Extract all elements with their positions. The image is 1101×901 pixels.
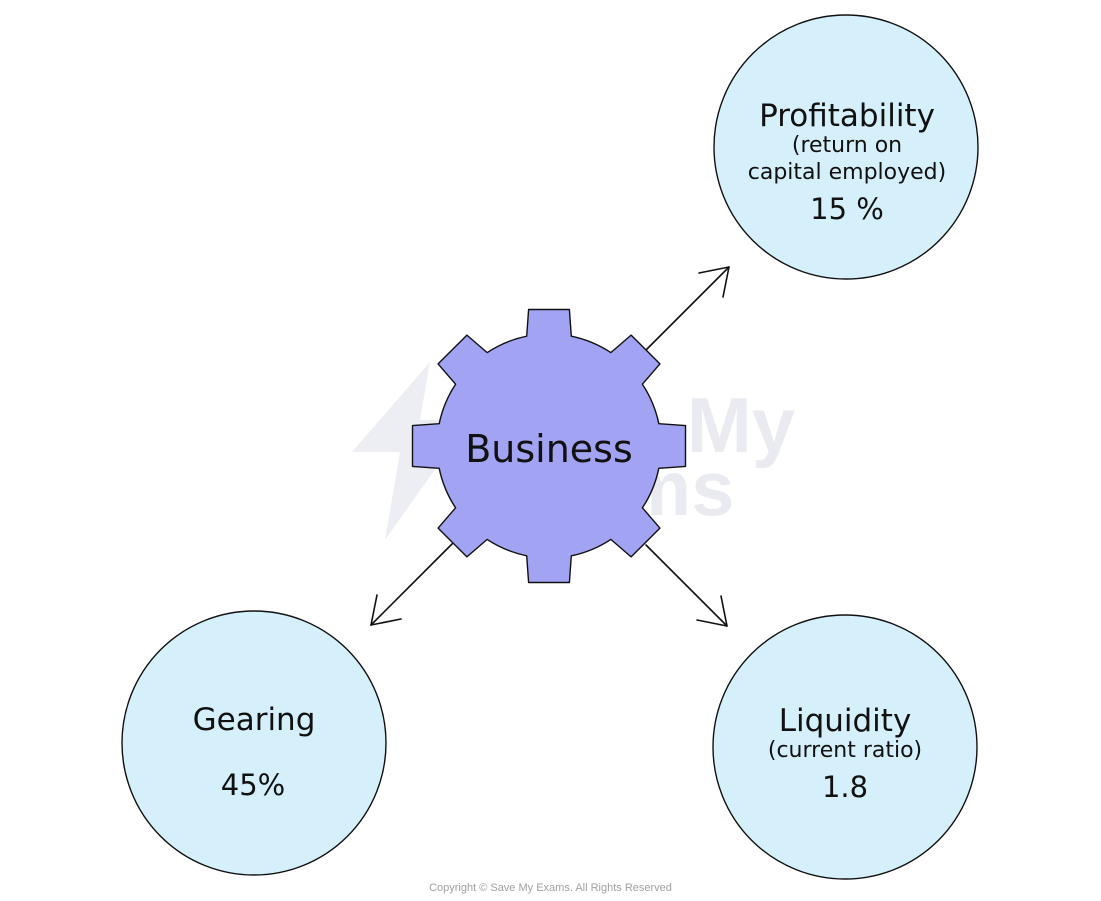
profitability-node: Profitability (return on capital employe… — [713, 14, 979, 280]
liquidity-circle — [712, 614, 978, 880]
profitability-subtitle-1: (return on — [792, 133, 902, 158]
profitability-subtitle-2: capital employed) — [748, 160, 946, 185]
copyright-notice: Copyright © Save My Exams. All Rights Re… — [429, 882, 672, 894]
profitability-value: 15 % — [810, 192, 884, 226]
watermark-bolt-icon — [352, 362, 470, 540]
liquidity-value: 1.8 — [822, 770, 868, 804]
arrow-to-liquidity — [645, 544, 728, 627]
liquidity-subtitle: (current ratio) — [768, 738, 922, 763]
profitability-circle — [713, 14, 979, 280]
profitability-title: Profitability — [759, 98, 935, 134]
arrow-to-gearing — [370, 541, 455, 626]
gearing-circle — [121, 610, 387, 876]
gearing-node: Gearing 45% — [121, 610, 387, 876]
liquidity-node: Liquidity (current ratio) 1.8 — [712, 614, 978, 880]
arrow-to-profitability — [645, 266, 730, 351]
gearing-value: 45% — [221, 768, 285, 802]
arrows — [370, 266, 730, 627]
liquidity-title: Liquidity — [779, 703, 912, 739]
gearing-title: Gearing — [193, 702, 316, 738]
business-gear-icon: Business — [411, 308, 687, 584]
center-label: Business — [465, 427, 633, 471]
